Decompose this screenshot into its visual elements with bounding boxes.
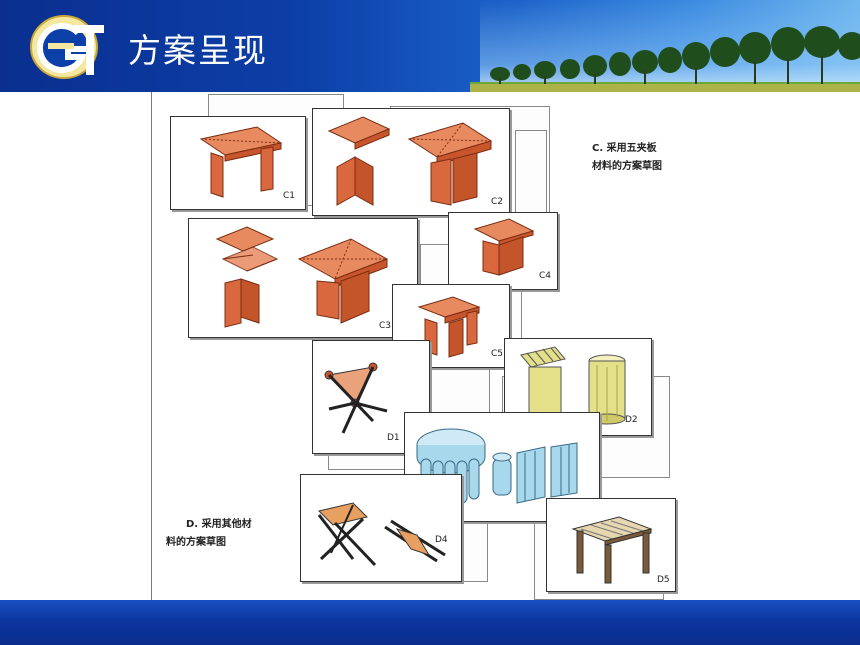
sketch-d1: D1 [312, 340, 430, 454]
label-d1: D1 [387, 433, 400, 443]
label-c3: C3 [379, 321, 392, 331]
sketch-c3: C3 [188, 218, 418, 338]
label-c5: C5 [491, 349, 504, 359]
label-d4: D4 [435, 535, 448, 545]
page-shadow [515, 130, 547, 222]
caption-c-line2: 材料的方案草图 [592, 161, 662, 172]
label-c1: C1 [283, 191, 296, 201]
tree-line-decoration [470, 26, 860, 92]
label-c2: C2 [491, 197, 504, 207]
caption-c: C. 采用五夹板 材料的方案草图 [592, 140, 662, 176]
label-d5: D5 [657, 575, 670, 585]
sketch-c2: C2 [312, 108, 510, 216]
sketch-collage: C1 C2 C. 采用五夹板 材料的方案草图 [160, 94, 700, 600]
caption-d-line1: D. 采用其他材 [186, 519, 252, 530]
sketch-c4: C4 [448, 212, 558, 290]
caption-d: D. 采用其他材 料的方案草图 [166, 516, 252, 552]
header-banner: 方案呈现 [0, 0, 860, 92]
sketch-d4: D4 [300, 474, 462, 582]
sketch-d5: D5 [546, 498, 676, 592]
caption-d-line2: 料的方案草图 [166, 537, 226, 548]
label-c4: C4 [539, 271, 552, 281]
school-logo [30, 15, 104, 79]
left-divider-line [151, 92, 152, 600]
label-d2: D2 [625, 415, 638, 425]
sketch-c1: C1 [170, 116, 306, 210]
caption-c-line1: C. 采用五夹板 [592, 143, 657, 154]
slide-title: 方案呈现 [128, 31, 268, 70]
footer-bar [0, 600, 860, 645]
